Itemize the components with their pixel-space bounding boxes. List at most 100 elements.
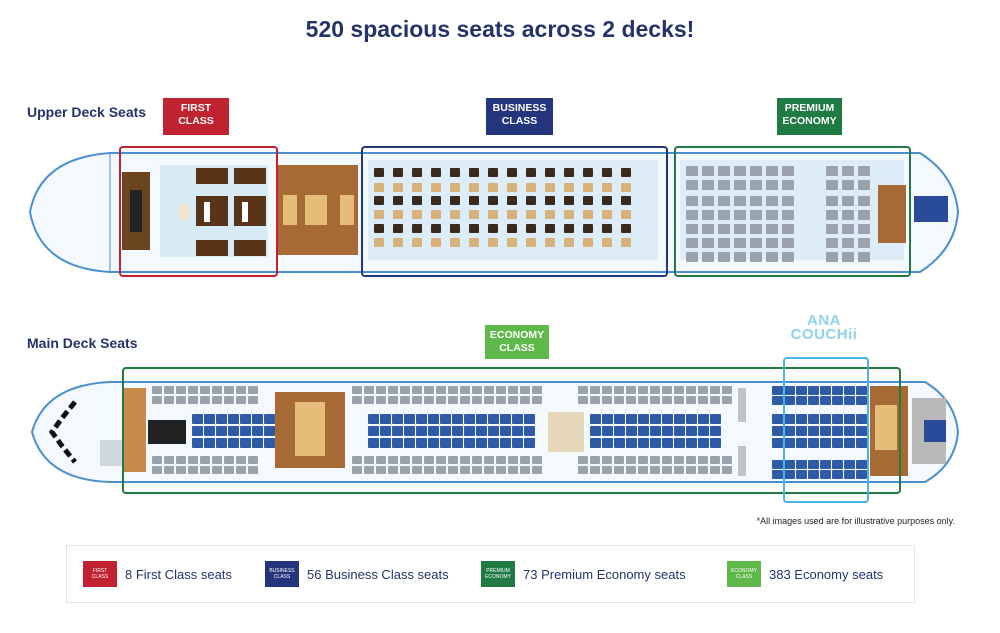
economy-seat — [424, 396, 434, 404]
economy-seat — [590, 426, 601, 436]
economy-seat — [796, 396, 807, 405]
business-seat — [564, 224, 574, 233]
business-seat — [602, 183, 612, 192]
economy-seat — [176, 396, 186, 404]
premium-seat — [766, 224, 778, 234]
premium-seat — [766, 196, 778, 206]
economy-seat — [710, 396, 720, 404]
premium-seat — [734, 166, 746, 176]
economy-seat — [520, 386, 530, 394]
business-seat — [450, 224, 460, 233]
couchii-logo: ANA COUCHii — [780, 313, 868, 342]
premium-seat — [718, 224, 730, 234]
economy-seat — [212, 456, 222, 464]
economy-seat — [152, 456, 162, 464]
premium-seat — [858, 180, 870, 190]
economy-seat — [722, 456, 732, 464]
economy-seat — [412, 386, 422, 394]
economy-seat — [772, 460, 783, 469]
business-seat — [488, 196, 498, 205]
legend-item-premium: PREMIUM ECONOMY 73 Premium Economy seats — [481, 561, 686, 587]
economy-seat — [832, 386, 843, 395]
legend-item-first: FIRST CLASS 8 First Class seats — [83, 561, 232, 587]
business-seat — [412, 224, 422, 233]
economy-seat — [722, 396, 732, 404]
business-seat — [412, 168, 422, 177]
business-seat — [469, 196, 479, 205]
business-seat — [507, 210, 517, 219]
economy-seat — [228, 438, 239, 448]
business-seat — [564, 183, 574, 192]
economy-seat — [722, 386, 732, 394]
business-seat — [412, 238, 422, 247]
business-seat — [469, 224, 479, 233]
legend-text-economy: 383 Economy seats — [769, 566, 884, 582]
economy-seat — [820, 470, 831, 479]
economy-seat — [626, 426, 637, 436]
business-seat — [583, 224, 593, 233]
premium-seat — [734, 238, 746, 248]
business-seat — [583, 183, 593, 192]
economy-seat — [248, 396, 258, 404]
economy-seat — [424, 386, 434, 394]
premium-seat — [766, 180, 778, 190]
economy-seat — [626, 414, 637, 424]
premium-seat — [782, 210, 794, 220]
business-seat — [545, 168, 555, 177]
economy-seat — [460, 396, 470, 404]
economy-seat — [662, 456, 672, 464]
economy-seat — [240, 414, 251, 424]
economy-seat — [772, 414, 783, 424]
economy-seat — [662, 466, 672, 474]
economy-seat — [710, 438, 721, 448]
economy-seat — [188, 396, 198, 404]
business-seat — [450, 210, 460, 219]
economy-seat — [710, 414, 721, 424]
economy-seat — [698, 456, 708, 464]
economy-seat — [164, 396, 174, 404]
economy-seat — [602, 426, 613, 436]
economy-seat — [512, 426, 523, 436]
economy-seat — [808, 470, 819, 479]
economy-seat — [224, 456, 234, 464]
economy-seat — [686, 426, 697, 436]
business-seat — [488, 183, 498, 192]
legend: FIRST CLASS 8 First Class seats BUSINESS… — [66, 545, 915, 603]
premium-economy-tag: PREMIUM ECONOMY — [777, 98, 842, 135]
economy-seat — [832, 396, 843, 405]
economy-seat — [476, 414, 487, 424]
business-seat — [602, 238, 612, 247]
economy-seat — [488, 426, 499, 436]
economy-seat — [796, 426, 807, 436]
premium-seat — [782, 166, 794, 176]
business-seat — [488, 210, 498, 219]
economy-seat — [674, 426, 685, 436]
economy-seat — [698, 396, 708, 404]
economy-seat — [400, 396, 410, 404]
business-seat — [602, 196, 612, 205]
economy-seat — [192, 414, 203, 424]
economy-seat — [460, 386, 470, 394]
business-seat — [583, 210, 593, 219]
economy-seat — [844, 386, 855, 395]
economy-seat — [650, 396, 660, 404]
business-seat — [374, 224, 384, 233]
premium-seat — [766, 210, 778, 220]
premium-seat — [750, 180, 762, 190]
economy-seat — [436, 396, 446, 404]
business-seat — [621, 196, 631, 205]
business-seat — [393, 210, 403, 219]
legend-item-economy: ECONOMY CLASS 383 Economy seats — [727, 561, 883, 587]
premium-seat — [718, 180, 730, 190]
economy-seat — [392, 438, 403, 448]
economy-seat — [710, 456, 720, 464]
business-seat — [431, 183, 441, 192]
economy-seat — [496, 396, 506, 404]
economy-seat — [772, 386, 783, 395]
economy-seat — [448, 456, 458, 464]
economy-seat — [602, 456, 612, 464]
economy-seat — [808, 426, 819, 436]
economy-seat — [448, 396, 458, 404]
economy-seat — [508, 386, 518, 394]
business-seat — [545, 210, 555, 219]
